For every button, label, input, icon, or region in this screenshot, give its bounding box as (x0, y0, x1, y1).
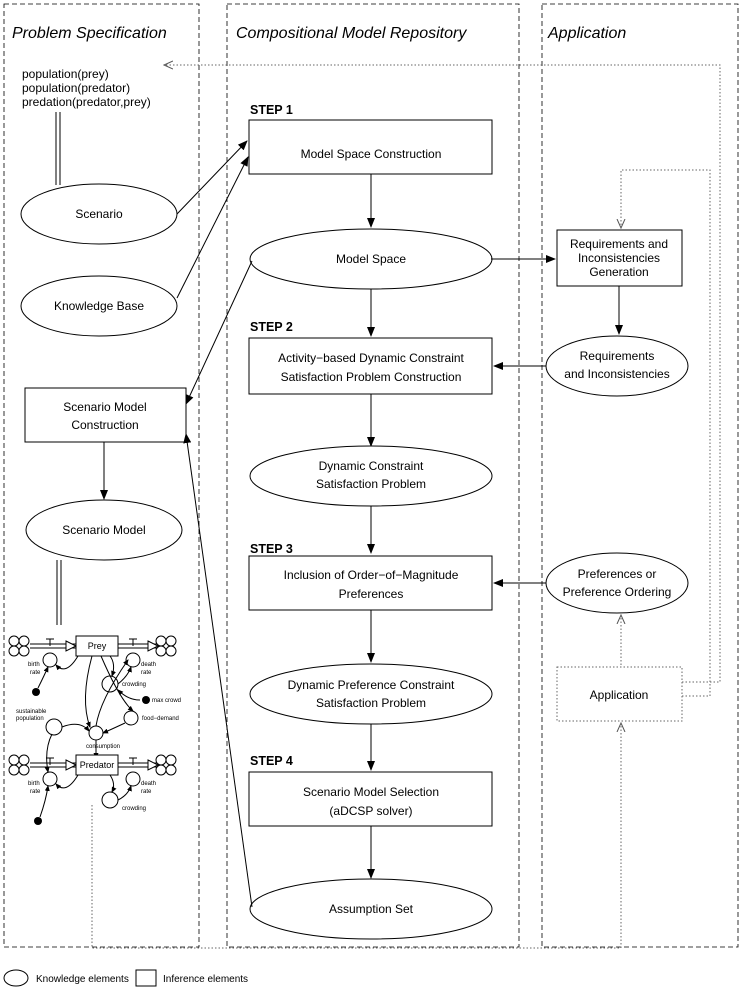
legend-inference-label: Inference elements (163, 974, 248, 985)
predator-death-rate-label-2: rate (141, 789, 152, 795)
assumption-set-node (249, 878, 493, 940)
predicate-predation: predation(predator,prey) (22, 95, 151, 109)
requirements-generation-node (556, 229, 683, 287)
cloud-icon (155, 635, 177, 657)
prey-stock-label: Prey (88, 641, 107, 651)
heading-problem-specification: Problem Specification (12, 25, 167, 42)
adcsp-construction-node (248, 337, 493, 395)
legend-inference-icon (135, 969, 157, 987)
predator-crowding-label: crowding (122, 806, 146, 812)
sustainable-population-label-1: sustainable (16, 709, 47, 715)
food-demand-label: food−demand (142, 716, 179, 722)
model-space-label: Model Space (336, 252, 406, 266)
scenario-model-construction-node (24, 387, 187, 443)
cloud-icon (8, 635, 30, 657)
scenario-model-node (25, 499, 183, 561)
scenario-model-selection-label-2: (aDCSP solver) (329, 804, 412, 818)
inclusion-preferences-node (248, 555, 493, 611)
requirements-generation-label-1: Requirements and (570, 237, 668, 251)
scenario-model-label: Scenario Model (62, 523, 145, 537)
preferences-label-2: Preference Ordering (563, 585, 672, 599)
step-3-label: STEP 3 (250, 542, 293, 556)
cloud-icon (8, 754, 30, 776)
adcsp-construction-label-2: Satisfaction Problem Construction (281, 370, 462, 384)
scenario-model-selection-label-1: Scenario Model Selection (303, 785, 439, 799)
prey-death-rate-label-1: death (141, 662, 156, 668)
prey-stock (75, 635, 119, 657)
scenario-model-construction-label-1: Scenario Model (63, 400, 146, 414)
prey-birth-rate-label-2: rate (30, 670, 41, 676)
predator-birth-rate-label-2: rate (30, 789, 41, 795)
problem-specification-panel (3, 3, 200, 948)
predicate-predator: population(predator) (22, 81, 130, 95)
inclusion-preferences-label-1: Inclusion of Order−of−Magnitude (284, 568, 459, 582)
application-label: Application (590, 688, 649, 702)
legend-knowledge-icon (3, 969, 29, 987)
dpcsp-label-1: Dynamic Preference Constraint (288, 678, 455, 692)
assumption-set-label: Assumption Set (329, 902, 414, 916)
predator-stock (75, 754, 119, 776)
model-space-construction-node (248, 119, 493, 175)
preferences-node (545, 552, 689, 614)
inclusion-preferences-label-2: Preferences (339, 587, 404, 601)
requirements-generation-label-3: Generation (589, 265, 648, 279)
application-panel (541, 3, 739, 948)
heading-model-repository: Compositional Model Repository (236, 25, 467, 42)
scenario-model-selection-node (248, 771, 493, 827)
predator-birth-rate-label-1: birth (28, 781, 40, 787)
predator-stock-label: Predator (80, 760, 115, 770)
dcsp-label-1: Dynamic Constraint (319, 459, 424, 473)
prey-birth-rate-label-1: birth (28, 662, 40, 668)
scenario-model-construction-label-2: Construction (71, 418, 138, 432)
step-2-label: STEP 2 (250, 320, 293, 334)
predator-death-rate-label-1: death (141, 781, 156, 787)
step-4-label: STEP 4 (250, 754, 293, 768)
dpcsp-label-2: Satisfaction Problem (316, 696, 426, 710)
dcsp-label-2: Satisfaction Problem (316, 477, 426, 491)
knowledge-base-label: Knowledge Base (54, 299, 144, 313)
scenario-label: Scenario (75, 207, 123, 221)
max-crowd-label: max crowd (152, 698, 181, 704)
application-node (556, 666, 683, 722)
requirements-inconsistencies-label-1: Requirements (580, 349, 655, 363)
requirements-inconsistencies-label-2: and Inconsistencies (564, 367, 669, 381)
knowledge-base-node (20, 275, 178, 337)
stock-flow-diagram: Prey birth rate death rate crowding max … (8, 635, 181, 825)
requirements-inconsistencies-node (545, 335, 689, 397)
sustainable-population-label-2: population (16, 716, 44, 722)
cloud-icon (155, 754, 177, 776)
dcsp-node (249, 445, 493, 507)
consumption-label: consumption (86, 744, 120, 750)
repository-panel (226, 3, 520, 948)
predicate-prey: population(prey) (22, 67, 109, 81)
legend-knowledge-label: Knowledge elements (36, 974, 129, 985)
dpcsp-node (249, 663, 493, 725)
prey-crowding-label: crowding (122, 682, 146, 688)
adcsp-construction-label-1: Activity−based Dynamic Constraint (278, 351, 464, 365)
preferences-label-1: Preferences or (578, 567, 657, 581)
heading-application: Application (547, 25, 626, 42)
step-1-label: STEP 1 (250, 103, 293, 117)
model-space-construction-label: Model Space Construction (301, 147, 442, 161)
requirements-generation-label-2: Inconsistencies (578, 251, 660, 265)
prey-death-rate-label-2: rate (141, 670, 152, 676)
